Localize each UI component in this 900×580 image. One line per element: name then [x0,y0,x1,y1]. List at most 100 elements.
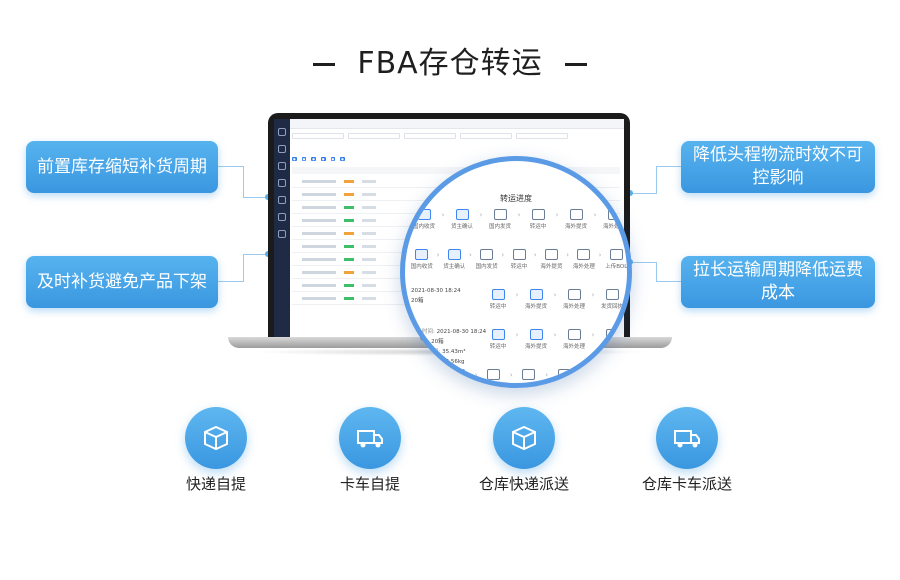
step-arrow-icon: › [441,211,445,219]
step-arrow-icon: › [439,371,443,379]
step-label: 转运中 [529,224,547,230]
sidebar-icon [278,128,286,136]
progress-row: 转运中›海外提货›海外处理›发货回执 [483,287,627,327]
progress-step: 发货回执 [597,287,627,310]
step-arrow-icon: › [566,251,570,259]
box-icon [204,425,228,451]
connector-dot [627,190,633,196]
connector-right-bottom-h2 [630,262,657,263]
step-arrow-icon: › [479,211,483,219]
progress-step: 上传 [621,367,632,383]
app-filter-bar [292,133,620,151]
step-arrow-icon: › [501,251,505,259]
step-label: 海外处理 [572,264,595,270]
label-warehouse-truck: 仓库卡车派送 [641,475,732,493]
step-label: 国内收货 [412,224,435,230]
title-dash-right [564,63,587,66]
step-icon [567,329,581,340]
progress-step: 海外提货 [521,287,551,310]
step-icon [416,369,430,380]
progress-step: 国内发货 [485,207,515,230]
warehouse-truck-icon [656,407,718,469]
progress-step: 海外处理 [586,367,614,383]
step-icon [593,369,607,380]
step-label: 海外提货 [564,224,587,230]
app-table-header [292,167,620,174]
magnifier-circle: 转运进度 国内收货›货主确认›国内发货›转运中›海外提货›海外处理 国内收货›货… [400,156,632,388]
callout-text: 及时补货避免产品下架 [37,271,207,292]
step-arrow-icon: › [509,371,513,379]
progress-steps-right: 转运中›海外提货›海外处理›发货回执 转运中›海外提货›海外处理›发货回执 [483,287,627,367]
step-icon [569,209,583,220]
progress-step: 国内收货 [409,207,439,230]
step-arrow-icon: › [553,331,557,339]
progress-step: 海外处理 [559,327,589,350]
step-icon [455,209,469,220]
connector-left-top-v [243,166,244,198]
step-arrow-icon: › [591,331,595,339]
progress-step: 转运中 [515,367,543,383]
callout-reduce-uncertainty: 降低头程物流时效不可控影响 [681,141,875,193]
progress-step: 国内收货 [409,247,435,270]
step-label: 海外处理 [562,304,585,310]
callout-shorten-replenishment: 前置库存缩短补货周期 [26,141,218,193]
truck-icon [674,430,700,448]
progress-step: 海外提货 [561,207,591,230]
step-arrow-icon: › [545,371,549,379]
step-arrow-icon: › [580,371,584,379]
step-arrow-icon: › [468,251,472,259]
box-icon [512,425,536,451]
connector-right-bottom [656,281,681,282]
step-icon [629,369,632,380]
callout-text: 拉长运输周期降低运费成本 [693,260,863,303]
step-icon [447,249,461,260]
connector-right-top-v [656,166,657,194]
step-icon [605,289,619,300]
step-label: 货主确认 [444,382,472,383]
step-label: 国内收货 [409,382,437,383]
step-arrow-icon: › [598,251,602,259]
callout-text: 降低头程物流时效不可控影响 [693,145,863,188]
step-label: 国内发货 [475,264,498,270]
progress-steps-bottom: 国内收货›货主确认›国内发货›转运中›海外提货›海外处理›上传 [409,367,632,383]
step-label: 转运中 [489,304,507,310]
shipment-info: 确认时间: 2021-08-30 18:24 总箱数: 20箱 计费总体积: 3… [411,329,487,365]
connector-right-bottom-v [656,262,657,282]
step-icon [493,209,507,220]
step-icon [512,249,526,260]
progress-step: 海外处理 [559,287,589,310]
step-icon [607,209,621,220]
step-label: 发货回执 [600,344,623,350]
callout-avoid-delisting: 及时补货避免产品下架 [26,256,218,308]
step-icon [567,289,581,300]
step-label: 海外处理 [586,382,614,383]
step-label: 国内发货 [488,224,511,230]
step-label: 海外提货 [524,304,547,310]
label-express-pickup: 快递自提 [185,475,246,493]
step-arrow-icon: › [515,291,519,299]
step-icon [605,329,619,340]
step-label: 转运中 [510,264,528,270]
step-arrow-icon: › [553,291,557,299]
truck-pickup-icon [339,407,401,469]
step-icon [491,289,505,300]
app-sidebar [274,119,290,339]
step-icon [529,289,543,300]
step-label: 转运中 [515,382,543,383]
progress-step: 海外处理 [571,247,597,270]
truck-icon [357,430,383,448]
step-label: 上传BOL [605,264,628,270]
step-icon [544,249,558,260]
title-dash-left [313,63,336,66]
progress-row: 国内收货›货主确认›国内发货›转运中›海外提货›海外处理›上传BOL [409,247,628,287]
step-label: 转运中 [489,344,507,350]
step-label: 上传 [621,382,627,383]
sidebar-icon [278,179,286,187]
sidebar-icon [278,230,286,238]
step-icon [487,369,501,380]
connector-left-bottom-h2 [243,254,269,255]
progress-row: 国内收货›货主确认›国内发货›转运中›海外提货›海外处理›上传 [409,367,632,383]
progress-step: 海外提货 [539,247,565,270]
step-label: 海外处理 [602,224,625,230]
connector-right-top-h2 [630,193,657,194]
